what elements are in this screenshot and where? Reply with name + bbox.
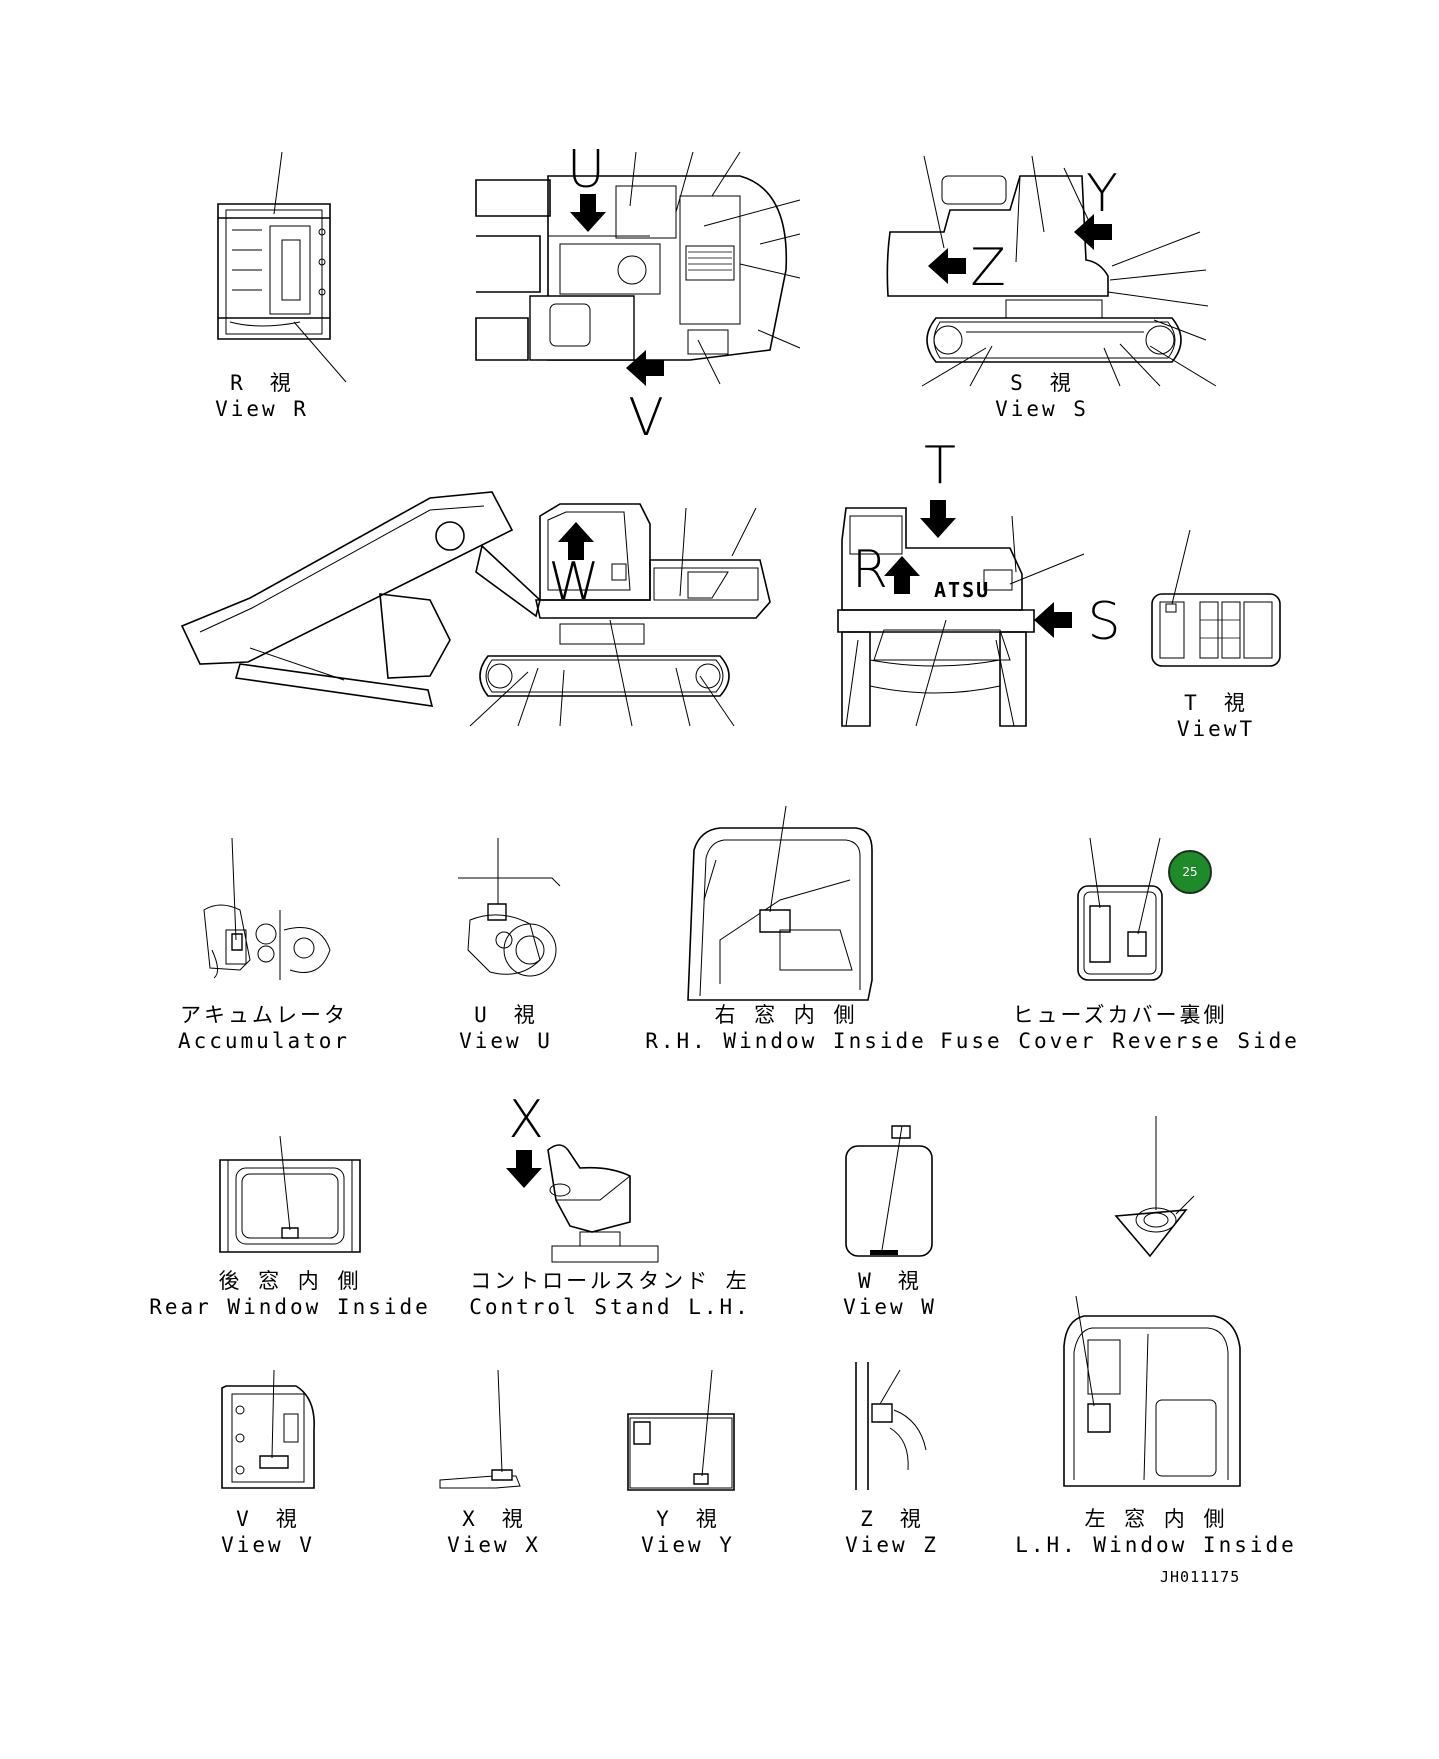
cone-decal-drawing [1116,1116,1194,1256]
view-t-drawing [1152,530,1280,666]
view-t-en: ViewT [1176,717,1256,741]
rear-window-en: Rear Window Inside [149,1295,431,1319]
control-stand-drawing [506,1145,658,1262]
arrow-letter-z: Z [970,238,1006,298]
fuse-cover-drawing [1078,838,1162,980]
view-w-jp: W 視 [858,1269,922,1293]
view-u-jp: U 視 [474,1003,538,1027]
fuse-cover-jp: ヒューズカバー裏側 [1012,1003,1228,1027]
accumulator-en: Accumulator [177,1029,351,1053]
accumulator-jp: アキュムレータ [179,1003,348,1027]
view-y-en: View Y [641,1533,735,1557]
arrow-letter-r: R [851,540,889,600]
view-v-jp: V 視 [236,1507,300,1531]
arrow-letter-u: U [566,140,606,200]
drawing-number: JH011175 [1160,1568,1241,1586]
view-w-en: View W [843,1295,937,1319]
control-stand-en: Control Stand L.H. [469,1295,751,1319]
main-side-view [182,492,770,726]
rear-window-drawing [220,1136,360,1252]
top-plan-view [476,152,800,386]
brand-fragment: ATSU [934,578,991,602]
arrow-letter-t: T [924,436,956,496]
view-u-en: View U [459,1029,553,1053]
rh-window-jp: 右 窓 内 側 [714,1003,858,1027]
view-y-drawing [628,1370,734,1490]
arrow-letter-w: W [548,552,600,612]
view-s-en: View S [995,397,1089,421]
view-u-drawing [458,838,560,976]
view-y-jp: Y 視 [656,1507,720,1531]
rh-window-drawing [688,806,872,1000]
view-v-en: View V [221,1533,315,1557]
view-x-jp: X 視 [462,1507,526,1531]
view-s-drawing [887,156,1216,386]
arrow-letter-s: S [1087,592,1121,652]
arrow-letter-v: V [628,388,664,448]
view-r-en: View R [215,397,309,421]
lh-window-drawing [1064,1296,1240,1486]
view-z-drawing [856,1362,926,1490]
fuse-cover-en: Fuse Cover Reverse Side [940,1029,1300,1053]
view-r-drawing [218,152,346,382]
view-v-drawing [222,1370,314,1488]
view-r-jp: R 視 [230,371,294,395]
view-x-drawing [440,1370,520,1488]
lh-window-jp: 左 窓 内 側 [1084,1507,1228,1531]
accumulator-drawing [204,838,330,980]
rh-window-en: R.H. Window Inside [645,1029,927,1053]
rear-view [838,500,1084,726]
item-badge: 25 [1168,850,1212,894]
view-w-drawing [846,1126,932,1256]
view-s-jp: S 視 [1010,371,1074,395]
lh-window-en: L.H. Window Inside [1015,1533,1297,1557]
arrow-letter-y: Y [1086,164,1118,224]
arrow-letter-x: X [508,1090,544,1150]
view-z-en: View Z [845,1533,939,1557]
control-stand-jp: コントロールスタンド 左 [470,1269,750,1293]
view-z-jp: Z 視 [860,1507,924,1531]
rear-window-jp: 後 窓 内 側 [218,1269,362,1293]
view-x-en: View X [447,1533,541,1557]
view-t-jp: T 視 [1184,691,1248,715]
